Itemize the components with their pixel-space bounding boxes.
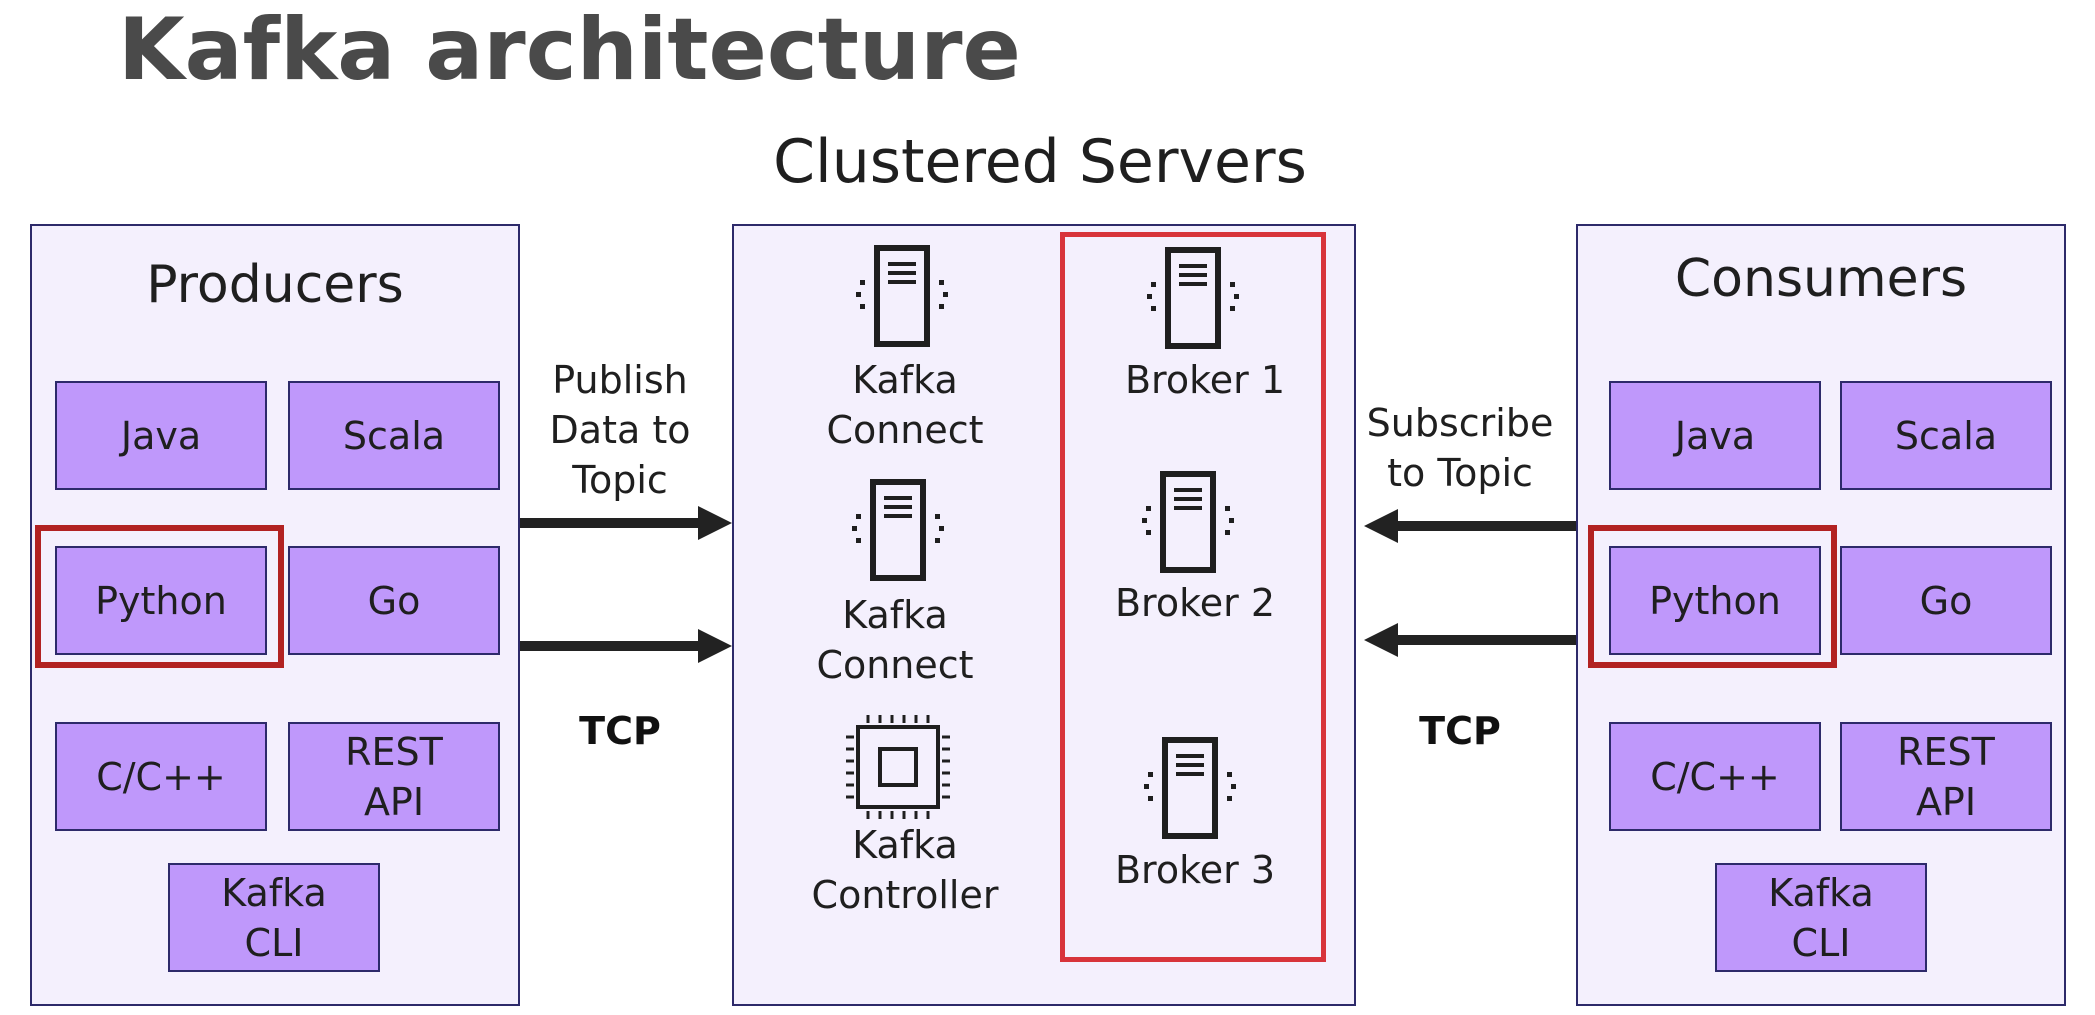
consumer-go-label: Go — [1919, 578, 1973, 623]
producer-go-label: Go — [367, 578, 421, 623]
producer-python-highlight — [35, 525, 284, 668]
broker-3-icon — [1140, 736, 1240, 840]
consumer-rest-api: REST API — [1840, 722, 2052, 831]
broker-3-label: Broker 3 — [1114, 848, 1275, 892]
consumer-kafka-cli-label: Kafka CLI — [1768, 870, 1874, 965]
consumer-cpp: C/C++ — [1609, 722, 1821, 831]
consumer-python: Python — [1609, 546, 1821, 655]
subscribe-label: Subscribe to Topic — [1366, 401, 1554, 495]
consumer-scala-label: Scala — [1894, 413, 1998, 458]
brokers-highlight — [1060, 232, 1326, 962]
producer-go: Go — [288, 546, 500, 655]
broker-1-label: Broker 1 — [1124, 358, 1285, 402]
producer-cpp-label: C/C++ — [96, 754, 226, 799]
producers-title: Producers — [146, 255, 404, 315]
subscribe-arrow-lower-head — [1364, 623, 1398, 657]
consumer-java: Java — [1609, 381, 1821, 490]
producer-python: Python — [55, 546, 267, 655]
consumers-tcp-label: TCP — [1419, 709, 1501, 753]
broker-2-label: Broker 2 — [1114, 581, 1275, 625]
subscribe-arrow-upper-head — [1364, 509, 1398, 543]
publish-arrow-lower-head — [698, 629, 732, 663]
subscribe-arrows — [1364, 509, 1576, 657]
consumer-cpp-label: C/C++ — [1650, 754, 1780, 799]
consumer-python-highlight — [1588, 525, 1837, 668]
page-title: Kafka architecture — [118, 0, 1021, 100]
publish-arrow-upper-head — [698, 506, 732, 540]
consumers-title: Consumers — [1674, 249, 1968, 309]
publish-label: Publish Data to Topic — [549, 358, 691, 502]
producer-java-label: Java — [120, 413, 202, 458]
publish-arrows — [520, 506, 732, 663]
producer-scala-label: Scala — [342, 413, 446, 458]
producer-kafka-cli: Kafka CLI — [168, 863, 380, 972]
consumer-python-label: Python — [1649, 578, 1781, 623]
cluster-panel — [732, 224, 1356, 1006]
producer-scala: Scala — [288, 381, 500, 490]
kafka-connect-2-label: Kafka Connect — [816, 593, 974, 687]
broker-2-icon — [1138, 470, 1238, 574]
producer-rest-api: REST API — [288, 722, 500, 831]
kafka-connect-1-label: Kafka Connect — [826, 358, 984, 452]
kafka-connect-2-icon — [848, 478, 948, 582]
consumer-java-label: Java — [1674, 413, 1756, 458]
consumer-scala: Scala — [1840, 381, 2052, 490]
producer-python-label: Python — [95, 578, 227, 623]
kafka-controller-chip-icon — [846, 715, 950, 819]
cluster-title: Clustered Servers — [773, 127, 1307, 197]
producer-kafka-cli-label: Kafka CLI — [221, 870, 327, 965]
consumer-rest-api-label: REST API — [1897, 729, 1995, 824]
consumer-go: Go — [1840, 546, 2052, 655]
kafka-connect-1-icon — [852, 244, 952, 348]
producer-java: Java — [55, 381, 267, 490]
consumer-kafka-cli: Kafka CLI — [1715, 863, 1927, 972]
producer-rest-api-label: REST API — [345, 729, 443, 824]
producers-tcp-label: TCP — [579, 709, 661, 753]
kafka-controller-label: Kafka Controller — [811, 823, 999, 917]
producer-cpp: C/C++ — [55, 722, 267, 831]
broker-1-icon — [1143, 246, 1243, 350]
